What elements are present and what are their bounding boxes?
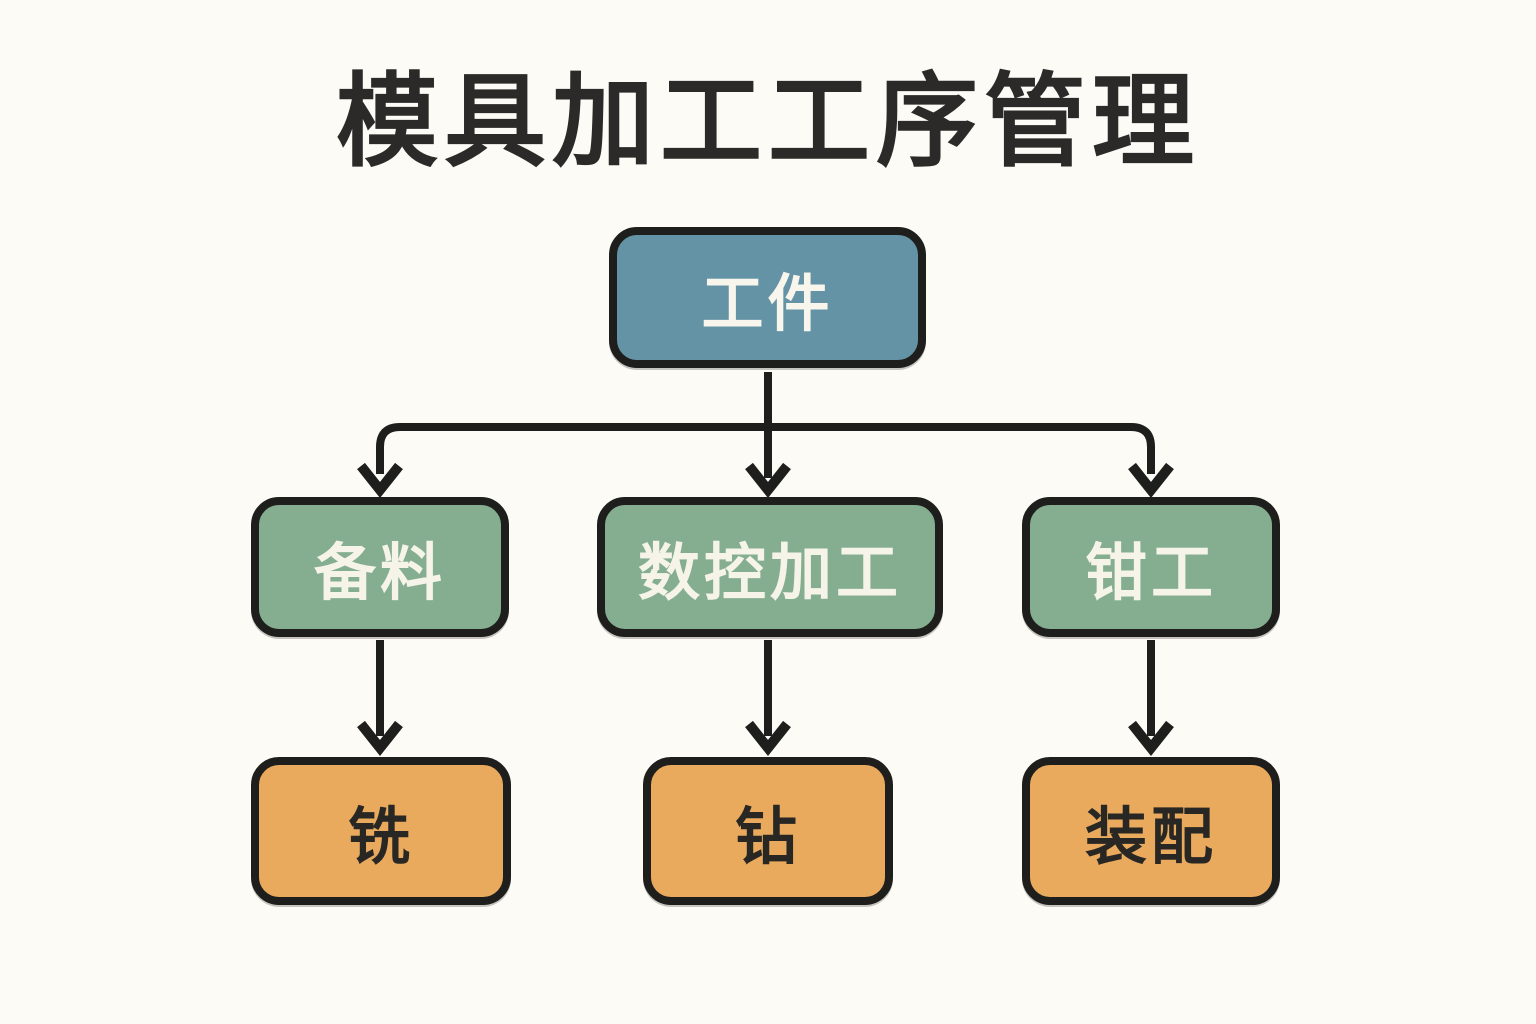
- connector-branch-bar: [376, 423, 1155, 474]
- connector-cnc-drill: [745, 640, 791, 757]
- node-drill: 钻: [643, 757, 893, 905]
- node-fitter-label: 钳工: [1084, 539, 1217, 608]
- connector-prep-mill: [357, 640, 403, 757]
- connector-fitter-assembly: [1128, 640, 1174, 757]
- page-title: 模具加工工序管理: [336, 65, 1200, 179]
- node-drill-label: 钻: [734, 803, 801, 872]
- node-mill: 铣: [251, 757, 511, 905]
- node-workpiece-label: 工件: [701, 269, 834, 339]
- node-fitter: 钳工: [1022, 497, 1280, 637]
- node-assembly: 装配: [1022, 757, 1280, 905]
- connector-workpiece-fitter-arrowhead: [1128, 462, 1174, 499]
- node-prep-label: 备料: [313, 539, 446, 608]
- node-cnc-label: 数控加工: [637, 539, 902, 608]
- connector-workpiece-prep-arrowhead: [357, 462, 403, 499]
- node-cnc: 数控加工: [597, 497, 943, 637]
- node-workpiece: 工件: [609, 227, 926, 368]
- node-prep: 备料: [251, 497, 509, 637]
- connector-workpiece-cnc: [745, 372, 791, 499]
- node-mill-label: 铣: [347, 803, 414, 872]
- node-assembly-label: 装配: [1084, 803, 1217, 872]
